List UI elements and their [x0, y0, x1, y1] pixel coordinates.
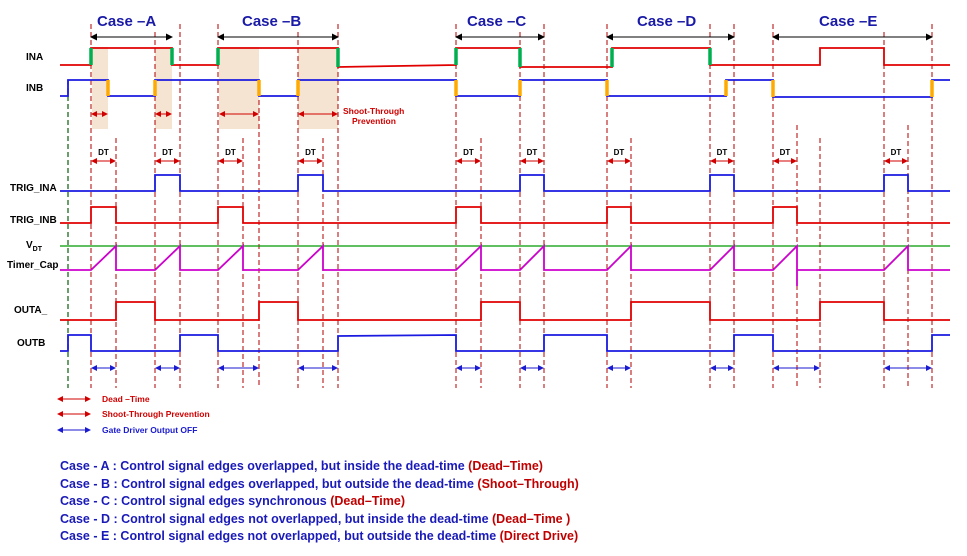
dt-label: DT — [305, 148, 316, 157]
trig-inb-label: TRIG_INB — [10, 215, 57, 226]
summary-case-d: Case - D : Control signal edges not over… — [60, 511, 940, 529]
summary-case-d-text: Case - D : Control signal edges not over… — [60, 511, 489, 526]
dt-label: DT — [225, 148, 236, 157]
case-a-label: Case –A — [97, 13, 156, 30]
inb-label: INB — [26, 83, 43, 94]
summary-case-b-text: Case - B : Control signal edges overlapp… — [60, 476, 474, 491]
timer-cap-waveform — [60, 243, 950, 286]
vdt-main: V — [26, 240, 33, 251]
ina-waveform — [60, 47, 950, 68]
legend-shoot-through: Shoot-Through Prevention — [102, 409, 210, 419]
trig-ina-waveform — [60, 174, 950, 192]
trig-inb-waveform — [60, 206, 950, 224]
case-b-label: Case –B — [242, 13, 301, 30]
legend: Dead –Time Shoot-Through Prevention Gate… — [57, 394, 210, 435]
outa-waveform — [60, 301, 950, 321]
ina-edge-markers — [89, 48, 712, 67]
ina-label: INA — [26, 52, 43, 63]
outb-waveform — [60, 334, 950, 352]
legend-driver-off: Gate Driver Output OFF — [102, 425, 197, 435]
summary-case-e: Case - E : Control signal edges not over… — [60, 528, 940, 546]
dt-label: DT — [98, 148, 109, 157]
outa-label: OUTA_ — [14, 305, 48, 316]
dt-label: DT — [891, 148, 902, 157]
summary-case-e-text: Case - E : Control signal edges not over… — [60, 529, 497, 544]
dt-markers: DT DT DT DT DT DT DT DT DT DT — [91, 148, 908, 164]
shoot-through-note-line2: Prevention — [352, 116, 396, 126]
summary-case-a-result: (Dead–Time) — [464, 459, 543, 473]
legend-dead-time: Dead –Time — [102, 394, 150, 404]
vdt-subscript: DT — [33, 246, 43, 253]
case-labels: Case –A Case –B Case –C Case –D Case –E — [93, 11, 885, 31]
summary-case-c: Case - C : Control signal edges synchron… — [60, 493, 940, 511]
summary-case-b-result: (Shoot–Through) — [473, 476, 579, 491]
dt-label: DT — [527, 148, 538, 157]
outb-label: OUTB — [17, 338, 45, 349]
case-e-label: Case –E — [819, 13, 877, 30]
case-summary: Case - A : Control signal edges overlapp… — [60, 458, 940, 546]
summary-case-c-result: (Dead–Time) — [326, 494, 405, 509]
trig-ina-label: TRIG_INA — [10, 183, 57, 194]
vdt-label: VDT — [26, 240, 43, 253]
summary-case-b: Case - B : Control signal edges overlapp… — [60, 476, 940, 494]
timer-cap-label: Timer_Cap — [7, 260, 59, 271]
inb-waveform — [60, 79, 950, 98]
dt-label: DT — [463, 148, 474, 157]
summary-case-a: Case - A : Control signal edges overlapp… — [60, 458, 940, 476]
shoot-through-shading — [92, 47, 338, 129]
dt-label: DT — [717, 148, 728, 157]
summary-case-d-result: (Dead–Time ) — [488, 511, 571, 526]
inb-edge-markers — [106, 80, 934, 97]
summary-case-c-text: Case - C : Control signal edges synchron… — [60, 494, 327, 509]
dt-label: DT — [780, 148, 791, 157]
signal-labels: INA INB TRIG_INA TRIG_INB VDT Timer_Cap … — [7, 52, 59, 349]
summary-case-e-result: (Direct Drive) — [496, 529, 579, 544]
summary-case-a-text: Case - A : Control signal edges overlapp… — [60, 459, 465, 473]
case-c-label: Case –C — [467, 13, 526, 30]
guide-lines — [90, 24, 933, 388]
dt-label: DT — [614, 148, 625, 157]
shoot-through-note-line1: Shoot-Through — [343, 106, 404, 116]
case-d-label: Case –D — [637, 13, 696, 30]
dt-label: DT — [162, 148, 173, 157]
